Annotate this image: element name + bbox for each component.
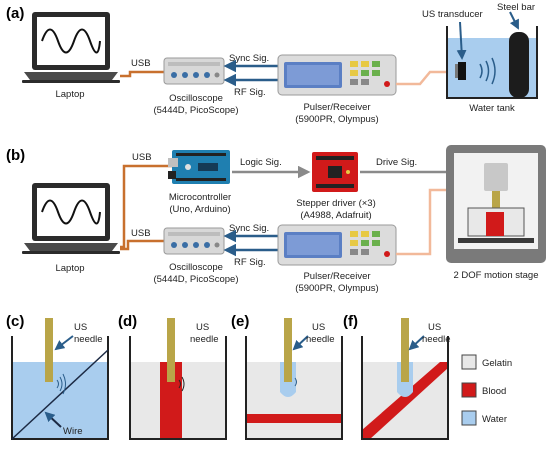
steel-bar-label-a: Steel bar — [497, 2, 535, 13]
pulser-receiver-b — [277, 224, 397, 266]
usb-label-b-top: USB — [132, 152, 152, 163]
rf-label-b: RF Sig. — [234, 257, 266, 268]
laptop-a-label: Laptop — [55, 89, 84, 100]
usb-cable-b-bottom — [120, 239, 164, 251]
mcu-b-model: (Uno, Arduino) — [169, 204, 230, 215]
panel-label-f: (f) — [343, 313, 358, 330]
pulser-b-name: Pulser/Receiver — [303, 271, 370, 282]
mcu-b-name: Microcontroller — [169, 192, 231, 203]
us-label-f: US — [428, 322, 441, 333]
osc-a-name: Oscilloscope — [169, 93, 223, 104]
legend-gelatin: Gelatin — [482, 358, 512, 369]
legend-water: Water — [482, 414, 507, 425]
needle-pointer-c — [54, 335, 74, 351]
legend-blood: Blood — [482, 386, 506, 397]
usb-cable-a — [120, 70, 164, 78]
pulser-a-name: Pulser/Receiver — [303, 102, 370, 113]
needle-pointer-f — [408, 335, 425, 351]
legend-swatch-gelatin — [461, 354, 477, 370]
microcontroller-b — [168, 150, 230, 184]
us-label-d: US — [196, 322, 209, 333]
motion-stage-b — [446, 145, 546, 263]
sync-label-b: Sync Sig. — [229, 223, 269, 234]
oscilloscope-b — [163, 227, 225, 255]
legend — [461, 354, 477, 426]
needle-label-c: needle — [74, 334, 103, 345]
needle-pointer-e — [292, 335, 309, 351]
needle-label-d: needle — [190, 334, 219, 345]
needle-label-f: needle — [422, 334, 451, 345]
panel-label-c: (c) — [6, 313, 24, 330]
drive-label-b: Drive Sig. — [376, 157, 417, 168]
osc-a-model: (5444D, PicoScope) — [153, 105, 238, 116]
usb-label-a: USB — [131, 58, 151, 69]
laptop-a — [22, 12, 120, 83]
panel-label-b: (b) — [6, 147, 25, 164]
usb-label-b-bottom: USB — [131, 228, 151, 239]
us-label-c: US — [74, 322, 87, 333]
stepper-driver-b — [312, 152, 358, 192]
wire-pointer-c — [44, 411, 62, 428]
pulser-a-model: (5900PR, Olympus) — [295, 114, 378, 125]
transducer-pointer-a — [456, 21, 467, 60]
phantom-d — [129, 318, 227, 440]
laptop-b — [22, 183, 120, 254]
driver-b-name: Stepper driver (×3) — [296, 198, 375, 209]
legend-swatch-water — [461, 410, 477, 426]
driver-b-model: (A4988, Adafruit) — [300, 210, 371, 221]
water-tank-label-a: Water tank — [469, 103, 515, 114]
logic-label-b: Logic Sig. — [240, 157, 282, 168]
needle-label-e: needle — [306, 334, 335, 345]
sync-label-a: Sync Sig. — [229, 53, 269, 64]
legend-swatch-blood — [461, 382, 477, 398]
wire-label-c: Wire — [63, 426, 83, 437]
pulser-receiver-a — [277, 54, 397, 96]
water-tank-a — [446, 26, 538, 99]
us-label-e: US — [312, 322, 325, 333]
steel-bar-pointer-a — [509, 11, 519, 30]
transducer-label-a: US transducer — [422, 9, 483, 20]
pulser-b-model: (5900PR, Olympus) — [295, 283, 378, 294]
osc-b-name: Oscilloscope — [169, 262, 223, 273]
usb-cable-b-top — [120, 164, 172, 249]
panel-label-e: (e) — [231, 313, 249, 330]
oscilloscope-a — [163, 57, 225, 85]
panel-label-d: (d) — [118, 313, 137, 330]
rf-cable-a — [396, 70, 458, 86]
osc-b-model: (5444D, PicoScope) — [153, 274, 238, 285]
phantom-f — [361, 318, 449, 440]
laptop-b-label: Laptop — [55, 263, 84, 274]
stage-label-b: 2 DOF motion stage — [453, 270, 538, 281]
rf-label-a: RF Sig. — [234, 87, 266, 98]
panel-label-a: (a) — [6, 5, 24, 22]
phantom-e — [245, 318, 343, 440]
